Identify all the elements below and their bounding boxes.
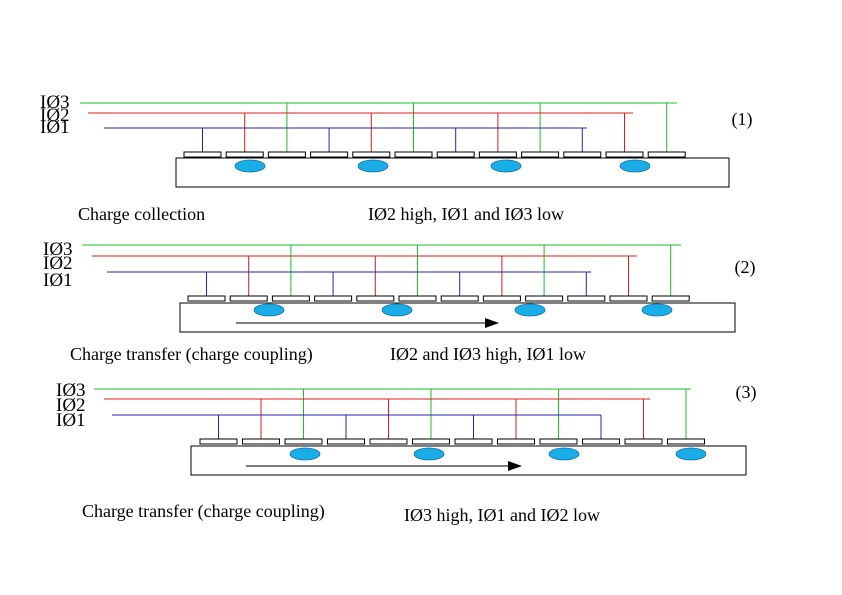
gate-electrode (563, 151, 602, 158)
charge-packet (234, 159, 266, 173)
phase-label-3: IØ3 (43, 239, 73, 260)
gate-electrode (651, 295, 690, 302)
gate-electrode (624, 438, 663, 445)
gate-electrode (356, 295, 395, 302)
gate-electrode (267, 151, 306, 158)
gate-electrode (525, 295, 564, 302)
gate-electrode (539, 438, 578, 445)
gate-electrode (605, 151, 644, 158)
gate-electrode (398, 295, 437, 302)
charge-packet (641, 303, 673, 317)
gate-electrode (394, 151, 433, 158)
gate-electrode (229, 295, 268, 302)
charge-packet (289, 447, 321, 461)
gate-electrode (478, 151, 517, 158)
gate-electrode (242, 438, 280, 445)
charge-packet (490, 159, 522, 173)
charge-packet (548, 447, 580, 461)
gate-electrode (609, 295, 648, 302)
gate-electrode (482, 295, 521, 302)
charge-packet (357, 159, 389, 173)
gate-electrode (454, 438, 493, 445)
phase-label-1: IØ1 (40, 117, 70, 138)
charge-packet (381, 303, 413, 317)
charge-packet (675, 447, 707, 461)
gate-electrode (521, 151, 560, 158)
gate-electrode (327, 438, 365, 445)
gate-electrode (225, 151, 264, 158)
charge-packet (413, 447, 445, 461)
gate-electrode (647, 151, 686, 158)
gate-electrode (497, 438, 535, 445)
panel-number: (2) (735, 257, 756, 278)
panel-number: (1) (732, 109, 753, 130)
gate-electrode (436, 151, 475, 158)
gate-electrode (369, 438, 408, 445)
caption-left: Charge transfer (charge coupling) (82, 501, 325, 522)
phase-label-1: IØ1 (43, 270, 73, 291)
caption-left: Charge collection (78, 204, 205, 224)
phase-label-2: IØ2 (56, 395, 86, 416)
gate-electrode (199, 438, 238, 445)
phase-label-1: IØ1 (56, 410, 86, 431)
phase-label-3: IØ3 (40, 92, 70, 113)
caption-right: IØ3 high, IØ1 and IØ2 low (404, 505, 600, 525)
charge-packet (619, 159, 651, 173)
gate-electrode (284, 438, 323, 445)
gate-electrode (352, 151, 391, 158)
caption-left: Charge transfer (charge coupling) (70, 344, 313, 365)
panel-number: (3) (736, 382, 757, 403)
gate-electrode (310, 151, 349, 158)
phase-label-2: IØ2 (40, 105, 70, 126)
gate-electrode (314, 295, 353, 302)
phase-label-2: IØ2 (43, 253, 73, 274)
charge-packet (514, 303, 546, 317)
gate-electrode (412, 438, 450, 445)
gate-electrode (440, 295, 479, 302)
caption-right: IØ2 and IØ3 high, IØ1 low (390, 344, 586, 364)
silicon-substrate (175, 157, 730, 188)
gate-electrode (271, 295, 310, 302)
gate-electrode (667, 438, 705, 445)
gate-electrode (582, 438, 620, 445)
caption-right: IØ2 high, IØ1 and IØ3 low (368, 204, 564, 224)
gate-electrode (567, 295, 606, 302)
silicon-substrate (190, 445, 747, 476)
gate-electrode (183, 151, 222, 158)
charge-packet (253, 303, 285, 317)
gate-electrode (187, 295, 226, 302)
phase-label-3: IØ3 (56, 380, 86, 401)
